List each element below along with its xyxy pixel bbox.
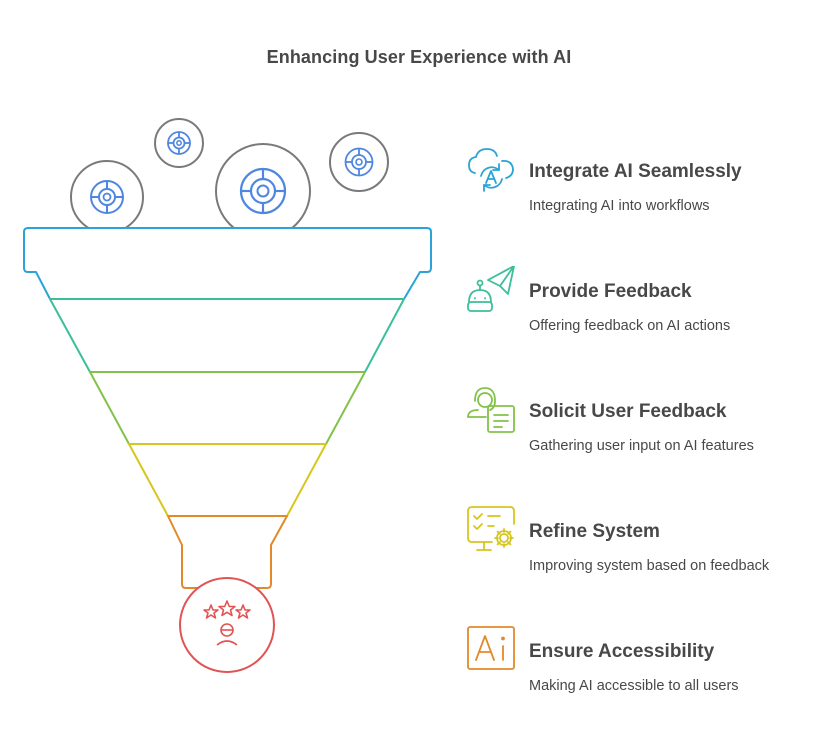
- funnel-diagram: [23, 118, 432, 673]
- step-heading: Provide Feedback: [529, 281, 692, 302]
- diagram-title: Enhancing User Experience with AI: [266, 47, 572, 67]
- robot-send-icon: [467, 266, 515, 312]
- funnel-stage-1: [23, 227, 432, 300]
- star-rating-user-icon: [203, 600, 251, 646]
- target-icon: [239, 167, 287, 215]
- output-circle: [179, 577, 275, 673]
- ai-badge-icon: [467, 626, 515, 670]
- step-description: Gathering user input on AI features: [529, 438, 754, 454]
- funnel-stage-4: [128, 443, 327, 517]
- step-ensure-accessibility: Ensure Accessibility Making AI accessibl…: [466, 626, 806, 706]
- step-description: Offering feedback on AI actions: [529, 318, 731, 334]
- target-icon: [90, 180, 124, 214]
- funnel-stage-2: [49, 298, 405, 373]
- input-circle-4: [329, 132, 389, 192]
- target-icon: [167, 131, 191, 155]
- step-heading: Integrate AI Seamlessly: [529, 161, 742, 182]
- funnel-stage-5: [167, 515, 288, 589]
- step-description: Improving system based on feedback: [529, 558, 770, 574]
- step-description: Integrating AI into workflows: [529, 198, 710, 214]
- funnel-stage-3: [89, 371, 366, 445]
- step-solicit-feedback: Solicit User Feedback Gathering user inp…: [466, 386, 806, 466]
- step-description: Making AI accessible to all users: [529, 678, 739, 694]
- input-circle-3: [215, 143, 311, 239]
- step-heading: Refine System: [529, 521, 660, 542]
- input-circle-1: [70, 160, 144, 234]
- step-provide-feedback: Provide Feedback Offering feedback on AI…: [466, 266, 806, 346]
- ai-cloud-sync-icon: [468, 148, 514, 192]
- step-refine-system: Refine System Improving system based on …: [466, 506, 806, 586]
- checklist-gear-icon: [467, 506, 515, 551]
- user-form-icon: [467, 387, 515, 433]
- step-integrate-ai: Integrate AI Seamlessly Integrating AI i…: [466, 146, 806, 226]
- step-heading: Ensure Accessibility: [529, 641, 715, 662]
- input-circle-2: [154, 118, 204, 168]
- target-icon: [344, 147, 374, 177]
- step-heading: Solicit User Feedback: [529, 401, 727, 422]
